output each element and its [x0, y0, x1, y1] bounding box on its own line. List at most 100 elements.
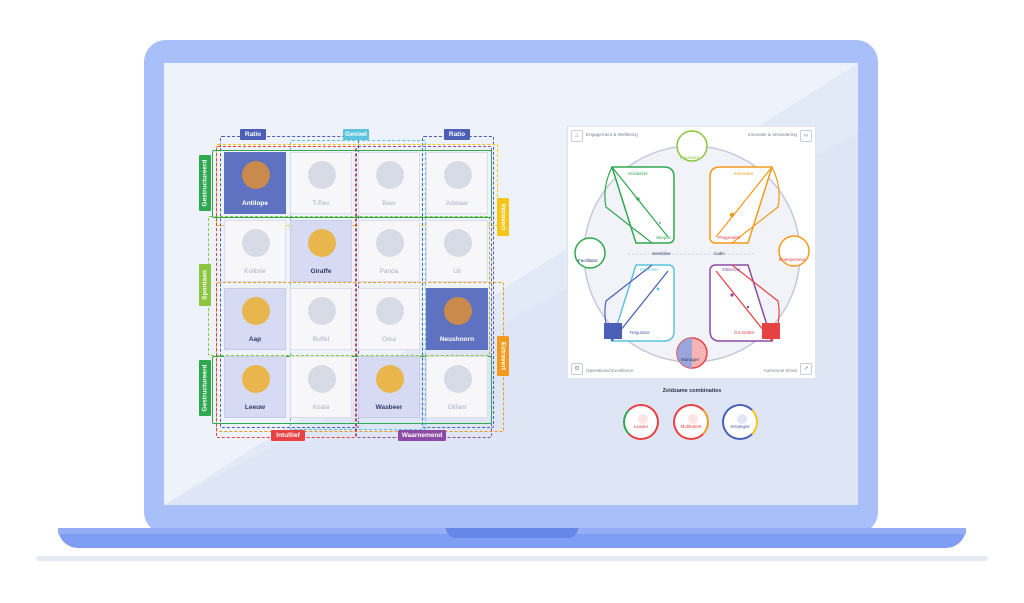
antelope-icon — [242, 161, 270, 189]
animal-name: Neushoorn — [439, 336, 475, 343]
gear-icon: ⚙ — [571, 363, 583, 375]
buffalo-icon — [308, 297, 336, 325]
label-calm: Calm — [714, 251, 725, 256]
monkey-icon — [242, 297, 270, 325]
tag-extravert: Extravert — [497, 336, 509, 376]
label-go-getter: Go-Getter — [734, 330, 755, 335]
tag-intuitief: Intuïtief — [271, 430, 305, 441]
animal-name: Buffel — [312, 336, 330, 343]
animal-card[interactable]: Beer — [358, 152, 420, 214]
tag-gestructureerd-top: Gestructureerd — [199, 155, 211, 211]
animal-card[interactable]: Olifant — [426, 356, 488, 418]
label-regulator: Regulator — [630, 330, 650, 335]
rare-leader-label: Leader — [633, 424, 649, 429]
animal-card[interactable]: Orka — [358, 288, 420, 350]
tag-waarnemend: Waarnemend — [398, 430, 446, 441]
animal-name: Orka — [381, 336, 397, 343]
animal-card[interactable]: Buffel — [290, 288, 352, 350]
t-rex-icon — [308, 161, 336, 189]
animal-card[interactable]: Panda — [358, 220, 420, 282]
tag-gevoel: Gevoel — [343, 129, 369, 140]
laptop-shadow — [36, 556, 988, 561]
label-autonome: Autonome Groei — [763, 368, 797, 373]
animal-name: Kolibrie — [244, 268, 266, 275]
team-wheel-panel: ♨ ∞ ⚙ ↗ Engagement & Wellbeing Innovatie… — [567, 126, 816, 379]
rare-multitalent-label: Multitalent — [680, 424, 702, 429]
elephant-icon — [444, 365, 472, 393]
animal-card[interactable]: T-Rex — [290, 152, 352, 214]
animal-card[interactable]: Kolibrie — [224, 220, 286, 282]
tag-introvert: Introvert — [497, 198, 509, 236]
bear-icon — [376, 161, 404, 189]
tag-ratio-left: Ratio — [240, 129, 266, 140]
label-entrepreneur: Entrepreneur — [779, 257, 806, 262]
koala-icon — [308, 365, 336, 393]
infinity-icon: ∞ — [800, 130, 812, 142]
eagle-icon — [444, 161, 472, 189]
raccoon-icon — [376, 365, 404, 393]
animal-card[interactable]: Antilope — [224, 152, 286, 214]
animal-name: Koala — [312, 404, 330, 411]
owl-icon — [444, 229, 472, 257]
animal-name: Beer — [382, 200, 396, 207]
gestructureerd-group-bottom — [212, 356, 492, 424]
strategist-icon — [737, 414, 747, 424]
leader-icon — [638, 414, 648, 424]
label-observer: Observer — [722, 267, 741, 272]
animal-name: Adelaar — [445, 200, 469, 207]
growth-chart-icon: ↗ — [800, 363, 812, 375]
tag-gestructureerd-bottom: Gestructureerd — [199, 360, 211, 416]
orca-icon — [376, 297, 404, 325]
label-skeptic: Skeptic — [656, 235, 672, 240]
animal-name: Uil — [453, 268, 461, 275]
label-socializer: Socializer — [628, 171, 648, 176]
animal-name: Panda — [379, 268, 399, 275]
animal-name: Wasbeer — [375, 404, 403, 411]
animal-name: Giraffe — [310, 268, 332, 275]
rare-leader[interactable]: Leader — [623, 404, 659, 440]
animal-card[interactable]: Leeuw — [224, 356, 286, 418]
wheel-diagram — [574, 130, 810, 369]
laptop-notch — [446, 528, 578, 538]
hummingbird-icon — [242, 229, 270, 257]
label-inspirator: Inspirator — [680, 155, 700, 160]
animal-card[interactable]: Adelaar — [426, 152, 488, 214]
lion-icon — [242, 365, 270, 393]
label-innovatie: Innovatie & Verandering — [747, 132, 797, 137]
animal-name: Olifant — [447, 404, 467, 411]
label-manager: Manager — [681, 357, 700, 362]
animal-card[interactable]: Aap — [224, 288, 286, 350]
animal-card[interactable]: Wasbeer — [358, 356, 420, 418]
giraffe-icon — [308, 229, 336, 257]
label-engagement: Engagement & Wellbeing — [586, 132, 638, 137]
label-sensitive: Sensitive — [652, 251, 671, 256]
animal-card[interactable]: Uil — [426, 220, 488, 282]
animal-name: Aap — [248, 336, 262, 343]
label-facilitator: Facilitator — [578, 258, 598, 263]
gevoel-group — [290, 140, 426, 430]
animal-name: T-Rex — [312, 200, 330, 207]
facilitator-node — [574, 237, 606, 269]
rare-strategist-label: Strategist — [730, 424, 750, 429]
label-improver: Improver — [640, 267, 659, 272]
gestructureerd-group-top — [212, 150, 492, 218]
animal-card[interactable]: Koala — [290, 356, 352, 418]
rare-combinations-title: Zeldzame combinaties — [662, 388, 722, 394]
label-operational: Operational Excellence — [586, 368, 634, 373]
animal-name: Leeuw — [244, 404, 266, 411]
tag-ratio-right: Ratio — [444, 129, 470, 140]
animal-name: Antilope — [242, 200, 268, 207]
animal-card[interactable]: Giraffe — [290, 220, 352, 282]
animal-card[interactable]: Neushoorn — [426, 288, 488, 350]
rhino-icon — [444, 297, 472, 325]
label-innovator: Innovator — [734, 171, 754, 176]
go-getter-badge — [762, 323, 780, 339]
multitalent-icon — [688, 414, 698, 424]
regulator-badge — [604, 323, 622, 339]
rare-multitalent[interactable]: Multitalent — [673, 404, 709, 440]
engagement-icon: ♨ — [571, 130, 583, 142]
inspirator-node — [676, 130, 708, 162]
rare-strategist[interactable]: Strategist — [722, 404, 758, 440]
entrepreneur-node — [778, 235, 810, 267]
label-pragmatist: Pragmatist — [718, 235, 740, 240]
